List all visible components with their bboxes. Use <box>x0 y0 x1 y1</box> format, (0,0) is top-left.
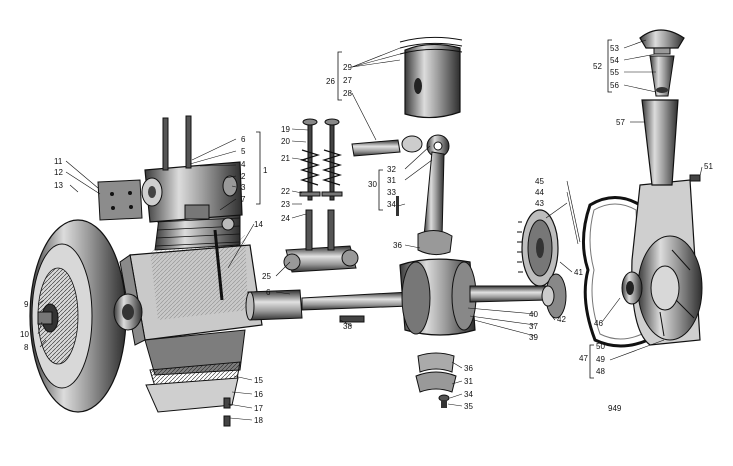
leader-lines <box>37 39 703 421</box>
part-label-36: 36 <box>393 241 402 250</box>
flywheel <box>29 219 127 413</box>
part-label-8: 8 <box>24 343 29 352</box>
part-label-4: 4 <box>241 160 246 169</box>
part-label-21: 21 <box>281 154 290 163</box>
part-label-44: 44 <box>535 188 544 197</box>
bearing-shells <box>415 352 457 408</box>
part-label-46: 46 <box>594 319 603 328</box>
part-label-35: 35 <box>464 402 473 411</box>
part-label-34b: 34 <box>464 390 473 399</box>
connecting-rod <box>396 134 453 256</box>
part-label-5: 5 <box>241 147 246 156</box>
part-label-20: 20 <box>281 137 290 146</box>
part-label-3: 3 <box>241 183 246 192</box>
part-label-45: 45 <box>535 177 544 186</box>
part-label-55: 55 <box>610 68 619 77</box>
part-label-22: 22 <box>281 187 290 196</box>
part-label-26: 26 <box>326 77 335 86</box>
part-label-47: 47 <box>579 354 588 363</box>
part-label-6b: 6 <box>266 288 271 297</box>
part-label-23: 23 <box>281 200 290 209</box>
part-label-42: 42 <box>557 315 566 324</box>
part-label-7: 7 <box>241 195 246 204</box>
part-label-27: 27 <box>343 76 352 85</box>
part-label-52: 52 <box>593 62 602 71</box>
part-label-43: 43 <box>535 199 544 208</box>
part-label-25: 25 <box>262 272 271 281</box>
crankshaft <box>245 258 549 336</box>
part-label-11: 11 <box>54 157 63 166</box>
part-label-18: 18 <box>254 416 263 425</box>
part-label-6: 6 <box>241 135 246 144</box>
valve-assembly <box>283 118 359 273</box>
part-label-13: 13 <box>54 181 63 190</box>
part-label-48: 48 <box>596 367 605 376</box>
figure-number: 949 <box>608 404 622 413</box>
timing-cover-gasket <box>581 196 650 348</box>
oil-filler <box>639 29 685 186</box>
part-label-31: 31 <box>387 176 396 185</box>
part-label-54: 54 <box>610 56 619 65</box>
part-label-33: 33 <box>387 188 396 197</box>
part-label-37: 37 <box>529 322 538 331</box>
part-label-38: 38 <box>343 322 352 331</box>
label-brackets <box>256 39 612 379</box>
part-label-28: 28 <box>343 89 352 98</box>
cam-gear <box>517 209 567 319</box>
part-label-10: 10 <box>20 330 29 339</box>
part-label-56: 56 <box>610 81 619 90</box>
crankcase <box>97 115 263 427</box>
part-label-12: 12 <box>54 168 63 177</box>
piston <box>351 36 463 157</box>
timing-cover <box>621 174 703 346</box>
part-label-14: 14 <box>254 220 263 229</box>
part-label-50: 50 <box>596 342 605 351</box>
part-label-29: 29 <box>343 63 352 72</box>
part-label-9: 9 <box>24 300 29 309</box>
part-label-32: 32 <box>387 165 396 174</box>
part-label-57: 57 <box>616 118 625 127</box>
part-label-51: 51 <box>704 162 713 171</box>
part-label-39: 39 <box>529 333 538 342</box>
part-label-15: 15 <box>254 376 263 385</box>
part-label-53: 53 <box>610 44 619 53</box>
part-label-41: 41 <box>574 268 583 277</box>
part-label-24: 24 <box>281 214 290 223</box>
part-label-1: 1 <box>263 166 268 175</box>
part-label-19: 19 <box>281 125 290 134</box>
part-label-31b: 31 <box>464 377 473 386</box>
part-label-16: 16 <box>254 390 263 399</box>
part-label-36b: 36 <box>464 364 473 373</box>
part-label-34: 34 <box>387 200 396 209</box>
part-label-40: 40 <box>529 310 538 319</box>
part-label-2: 2 <box>241 172 246 181</box>
part-label-30: 30 <box>368 180 377 189</box>
part-label-49: 49 <box>596 355 605 364</box>
part-label-17: 17 <box>254 404 263 413</box>
